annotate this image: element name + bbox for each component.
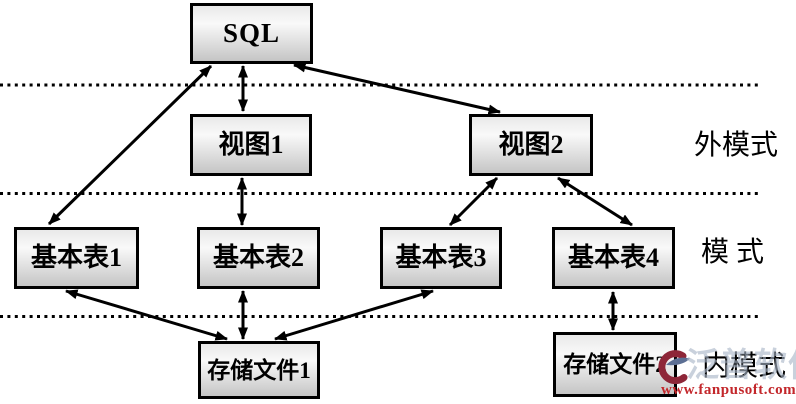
node-sql-label: SQL bbox=[222, 18, 281, 48]
arrow-view2-table4 bbox=[557, 176, 633, 227]
node-sql: SQL bbox=[190, 3, 313, 64]
node-table1: 基本表1 bbox=[14, 227, 139, 289]
arrow-sql-table1 bbox=[47, 64, 213, 226]
node-file1-label: 存储文件1 bbox=[207, 357, 311, 383]
node-file2-label: 存储文件2 bbox=[563, 352, 667, 377]
node-table3-label: 基本表3 bbox=[395, 243, 487, 272]
node-file1: 存储文件1 bbox=[198, 341, 320, 399]
watermark-brand-text: 泛普软件 bbox=[686, 348, 796, 384]
arrow-table1-file1 bbox=[65, 289, 228, 341]
layer-label-schema: 模 式 bbox=[701, 237, 765, 268]
fanpusoft-logo-icon bbox=[658, 350, 690, 384]
node-table1-label: 基本表1 bbox=[30, 243, 122, 272]
node-table4: 基本表4 bbox=[552, 227, 675, 289]
arrow-table3-file1 bbox=[274, 289, 434, 341]
watermark-url: www.fanpusoft.com bbox=[661, 382, 796, 398]
arrow-view2-table3 bbox=[448, 176, 499, 227]
node-view2: 视图2 bbox=[469, 114, 593, 176]
node-view2-label: 视图2 bbox=[498, 130, 564, 159]
node-view1: 视图1 bbox=[190, 114, 312, 176]
node-table2-label: 基本表2 bbox=[212, 243, 304, 272]
node-table3: 基本表3 bbox=[380, 227, 502, 289]
node-table4-label: 基本表4 bbox=[567, 243, 659, 272]
node-table2: 基本表2 bbox=[197, 227, 320, 289]
arrow-sql-view2 bbox=[293, 62, 501, 115]
layer-label-internal-schema: 内模式 bbox=[702, 351, 787, 382]
node-view1-label: 视图1 bbox=[218, 130, 284, 159]
layer-label-external-schema: 外模式 bbox=[694, 130, 779, 161]
